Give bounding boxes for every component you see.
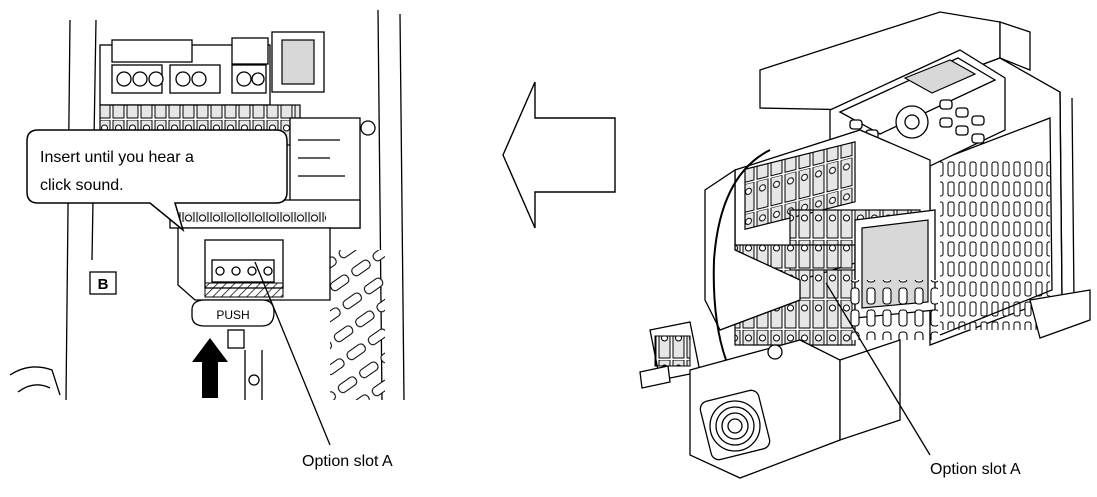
option-card [169, 117, 376, 229]
left-detail-view: PUSH B Insert until you hear a click sou… [9, 9, 405, 470]
slot-housing [177, 227, 331, 301]
terminal-marker-box [89, 271, 117, 295]
callout-bubble: Insert until you hear a click sound. [26, 129, 288, 233]
terminal-marker-label: B [98, 276, 109, 293]
insert-arrow-icon [192, 338, 228, 398]
option-slot-label-right: Option slot A [930, 461, 1021, 478]
direction-arrow-icon [502, 81, 616, 229]
cooling-fan-block [689, 339, 901, 479]
push-label: PUSH [216, 308, 249, 322]
callout-line-1: Insert until you hear a [40, 149, 194, 166]
push-tab: PUSH [191, 299, 275, 327]
side-vent-slots [330, 250, 385, 400]
callout-line-2: click sound. [40, 177, 124, 194]
leader-line-right [825, 282, 931, 456]
option-slot-label-left: Option slot A [302, 453, 393, 470]
fan-icon [709, 400, 761, 452]
option-card-connector [654, 335, 691, 367]
inverter-isometric-view: Option slot A [639, 11, 1091, 479]
leader-line-left [254, 261, 331, 446]
